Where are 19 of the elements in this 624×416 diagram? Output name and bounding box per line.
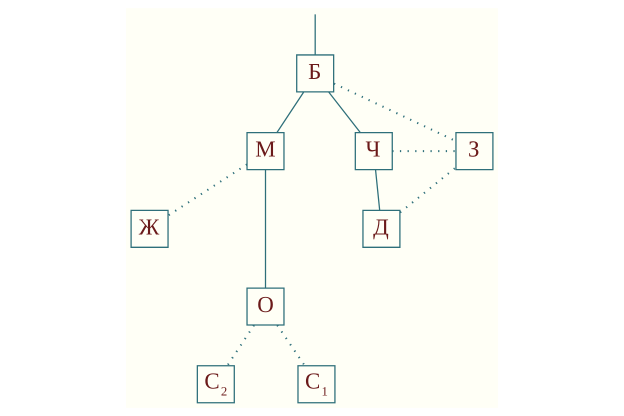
node-box: Б	[296, 54, 334, 93]
connector	[226, 324, 255, 366]
node-box: Д	[362, 210, 401, 248]
connector	[374, 170, 380, 210]
node-box: Ч	[354, 132, 393, 170]
node-box: С$_{2}$	[196, 365, 235, 404]
node-box: З	[455, 132, 494, 170]
node-box: С$_{1}$	[297, 365, 336, 404]
node-box: Ж	[130, 210, 169, 248]
connector	[334, 82, 456, 142]
connector	[168, 164, 248, 216]
connector	[328, 92, 361, 133]
connector	[264, 170, 266, 288]
connector	[276, 92, 304, 133]
node-box: О	[246, 287, 285, 326]
connector	[400, 166, 456, 214]
node-box: М	[246, 132, 285, 170]
connector	[276, 324, 306, 366]
connector	[314, 14, 316, 55]
